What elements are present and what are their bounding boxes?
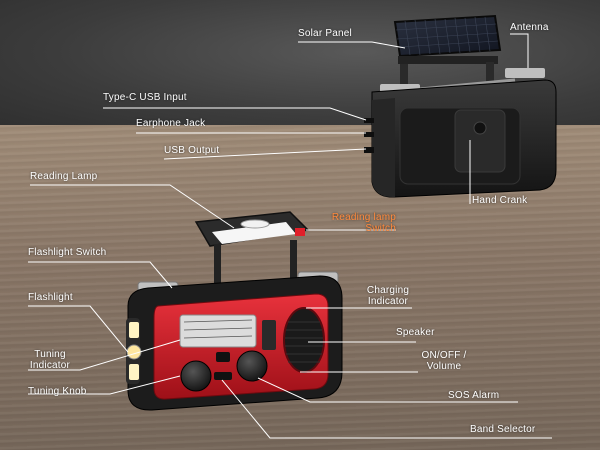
speaker-part: [283, 307, 325, 373]
label-tuning-indicator-line2: Indicator: [29, 360, 71, 371]
front-radio: [126, 211, 343, 411]
reading-lamp-part: [194, 211, 310, 286]
label-band-selector: Band Selector: [470, 424, 536, 435]
back-radio: [364, 14, 557, 198]
label-earphone-jack: Earphone Jack: [136, 118, 206, 129]
label-charging-indicator-line2: Indicator: [367, 296, 409, 307]
label-on-off-volume-line1: ON/OFF /: [421, 350, 467, 361]
label-reading-lamp-switch-line2: Switch: [365, 223, 396, 234]
label-flashlight-switch: Flashlight Switch: [28, 247, 107, 258]
label-reading-lamp-switch: Reading lamp Switch: [304, 212, 396, 234]
label-type-c-usb-input: Type-C USB Input: [103, 92, 187, 103]
leader-lines: [28, 33, 552, 439]
label-tuning-indicator-line1: Tuning: [34, 349, 66, 360]
flashlight-part: [126, 318, 142, 384]
label-sos-alarm: SOS Alarm: [448, 390, 500, 401]
label-usb-output: USB Output: [164, 145, 220, 156]
label-charging-indicator: Charging Indicator: [354, 285, 422, 307]
solar-panel-part: [393, 14, 502, 94]
label-flashlight: Flashlight: [28, 292, 73, 303]
label-hand-crank: Hand Crank: [472, 195, 528, 206]
label-antenna: Antenna: [510, 22, 549, 33]
label-on-off-volume-line2: Volume: [426, 361, 462, 372]
label-solar-panel: Solar Panel: [298, 28, 352, 39]
label-reading-lamp: Reading Lamp: [30, 171, 98, 182]
label-charging-indicator-line1: Charging: [366, 285, 410, 296]
label-tuning-indicator: Tuning Indicator: [20, 349, 80, 371]
hand-crank-part: [399, 107, 521, 185]
label-tuning-knob: Tuning Knob: [28, 386, 87, 397]
label-speaker: Speaker: [396, 327, 435, 338]
label-on-off-volume: ON/OFF / Volume: [414, 350, 474, 372]
label-reading-lamp-switch-line1: Reading lamp: [331, 212, 396, 223]
